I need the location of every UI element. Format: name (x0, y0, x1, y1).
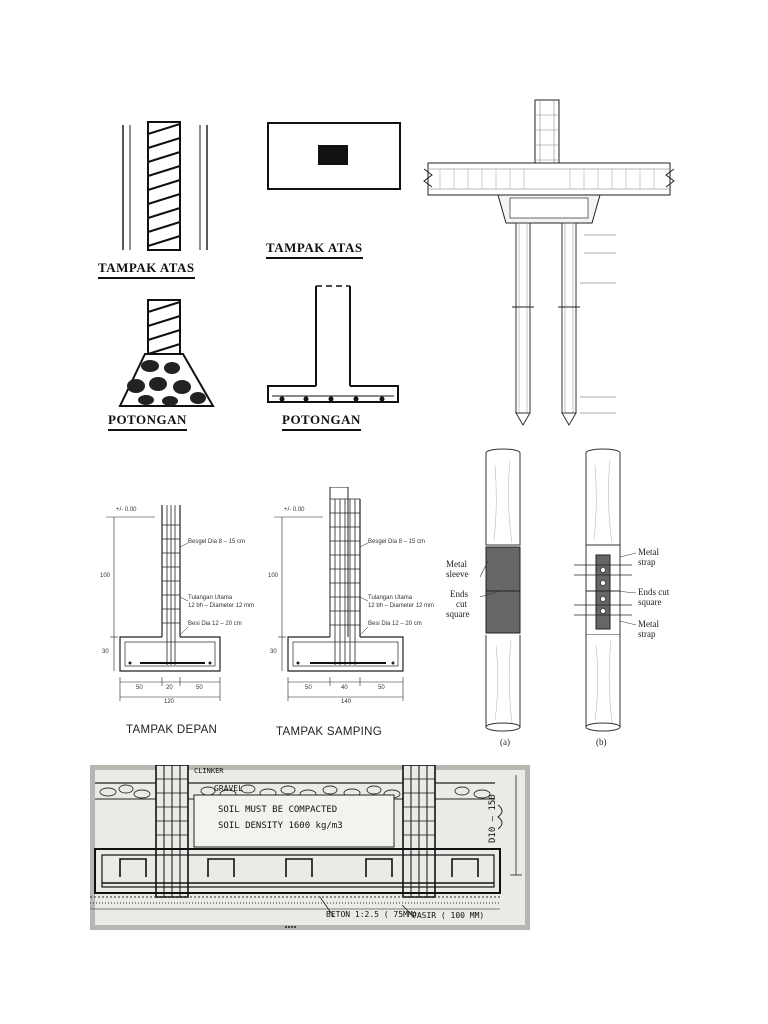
pile-splice-drawing (479, 448, 637, 732)
samping-level: +/- 0.00 (284, 507, 305, 513)
pile-cap-drawing (423, 99, 675, 426)
figure-tampak-depan: +/- 0.00 Besgel Dia 8 – 15 cm Tulangan U… (100, 505, 265, 740)
depan-note-begel: Besgel Dia 8 – 15 cm (188, 539, 246, 545)
samping-caption: TAMPAK SAMPING (276, 726, 383, 738)
column-drawing (118, 121, 215, 407)
samping-dim-h2: 30 (270, 649, 277, 655)
strip-pasir-label: PASIR ( 100 MM) (412, 911, 485, 920)
depan-note-tulangan-1: Tulangan Utama (188, 595, 233, 601)
samping-note-begel: Besgel Dia 8 – 15 cm (368, 539, 426, 545)
splice-b-label-5: Metal (638, 619, 659, 629)
samping-dim-3: 50 (378, 685, 385, 691)
samping-dim-total: 140 (341, 699, 352, 705)
fig1-title-bottom: POTONGAN (108, 412, 187, 431)
depan-dim-3: 50 (196, 685, 203, 691)
splice-b-label-6: strap (638, 629, 656, 639)
figure-tampak-samping: +/- 0.00 Besgel Dia 8 – 15 cm Tulangan U… (268, 487, 438, 742)
samping-dim-1: 50 (305, 685, 312, 691)
splice-b-label-4: square (638, 597, 662, 607)
strip-top-label: CLINKER (194, 767, 224, 775)
splice-b-label-1: Metal (638, 547, 659, 557)
fig2-title-top: TAMPAK ATAS (266, 240, 363, 259)
depan-level: +/- 0.00 (116, 507, 137, 513)
samping-dim-h1: 100 (268, 573, 279, 579)
tampak-samping-drawing (274, 487, 404, 701)
strip-soil-note-1: SOIL MUST BE COMPACTED (218, 805, 338, 815)
samping-note-tulangan-2: 12 bh – Diameter 12 mm (368, 603, 435, 609)
figure-pile-splices: Metal sleeve Ends cut square (a) Metal s… (440, 445, 680, 755)
splice-a-label-1: Metal (446, 559, 467, 569)
strip-foundation-drawing (90, 765, 530, 930)
strip-beton-label: BETON 1:2.5 ( 75MM) (326, 910, 418, 919)
samping-note-tulangan-1: Tulangan Utama (368, 595, 413, 601)
depan-note-besi: Besi Dia 12 – 20 cm (188, 621, 242, 627)
fig2-title-bottom: POTONGAN (282, 412, 361, 431)
strip-dim-label: D10 – 150 (488, 794, 498, 843)
samping-dim-2: 40 (341, 685, 348, 691)
depan-dim-total: 120 (164, 699, 175, 705)
fig1-title-top: TAMPAK ATAS (98, 260, 195, 279)
splice-b-tag: (b) (596, 737, 607, 747)
splice-a-label-4: cut (456, 599, 467, 609)
depan-note-tulangan-2: 12 bh – Diameter 12 mm (188, 603, 255, 609)
splice-b-label-3: Ends cut (638, 587, 670, 597)
splice-a-label-3: Ends (450, 589, 468, 599)
footing-drawing (267, 122, 401, 403)
splice-a-tag: (a) (500, 737, 510, 747)
splice-a-label-2: sleeve (446, 569, 469, 579)
depan-caption: TAMPAK DEPAN (126, 724, 218, 736)
depan-dim-h2: 30 (102, 649, 109, 655)
splice-b-label-2: strap (638, 557, 656, 567)
depan-dim-1: 50 (136, 685, 143, 691)
samping-note-besi: Besi Dia 12 – 20 cm (368, 621, 422, 627)
depan-dim-h1: 100 (100, 573, 111, 579)
figure-strip-foundation: CLINKER GRAVEL SOIL MUST BE COMPACTED SO… (90, 765, 530, 930)
splice-a-label-5: square (446, 609, 470, 619)
tampak-depan-drawing (106, 505, 221, 701)
strip-gravel-label: GRAVEL (214, 784, 243, 793)
figure-footing-plate: TAMPAK ATAS POTONGAN (258, 110, 418, 440)
strip-soil-note-2: SOIL DENSITY 1600 kg/m3 (218, 821, 343, 831)
figure-pile-cap (420, 95, 678, 430)
figure-column-footing: TAMPAK ATAS POTONGAN (90, 110, 230, 440)
depan-dim-2: 20 (166, 685, 173, 691)
